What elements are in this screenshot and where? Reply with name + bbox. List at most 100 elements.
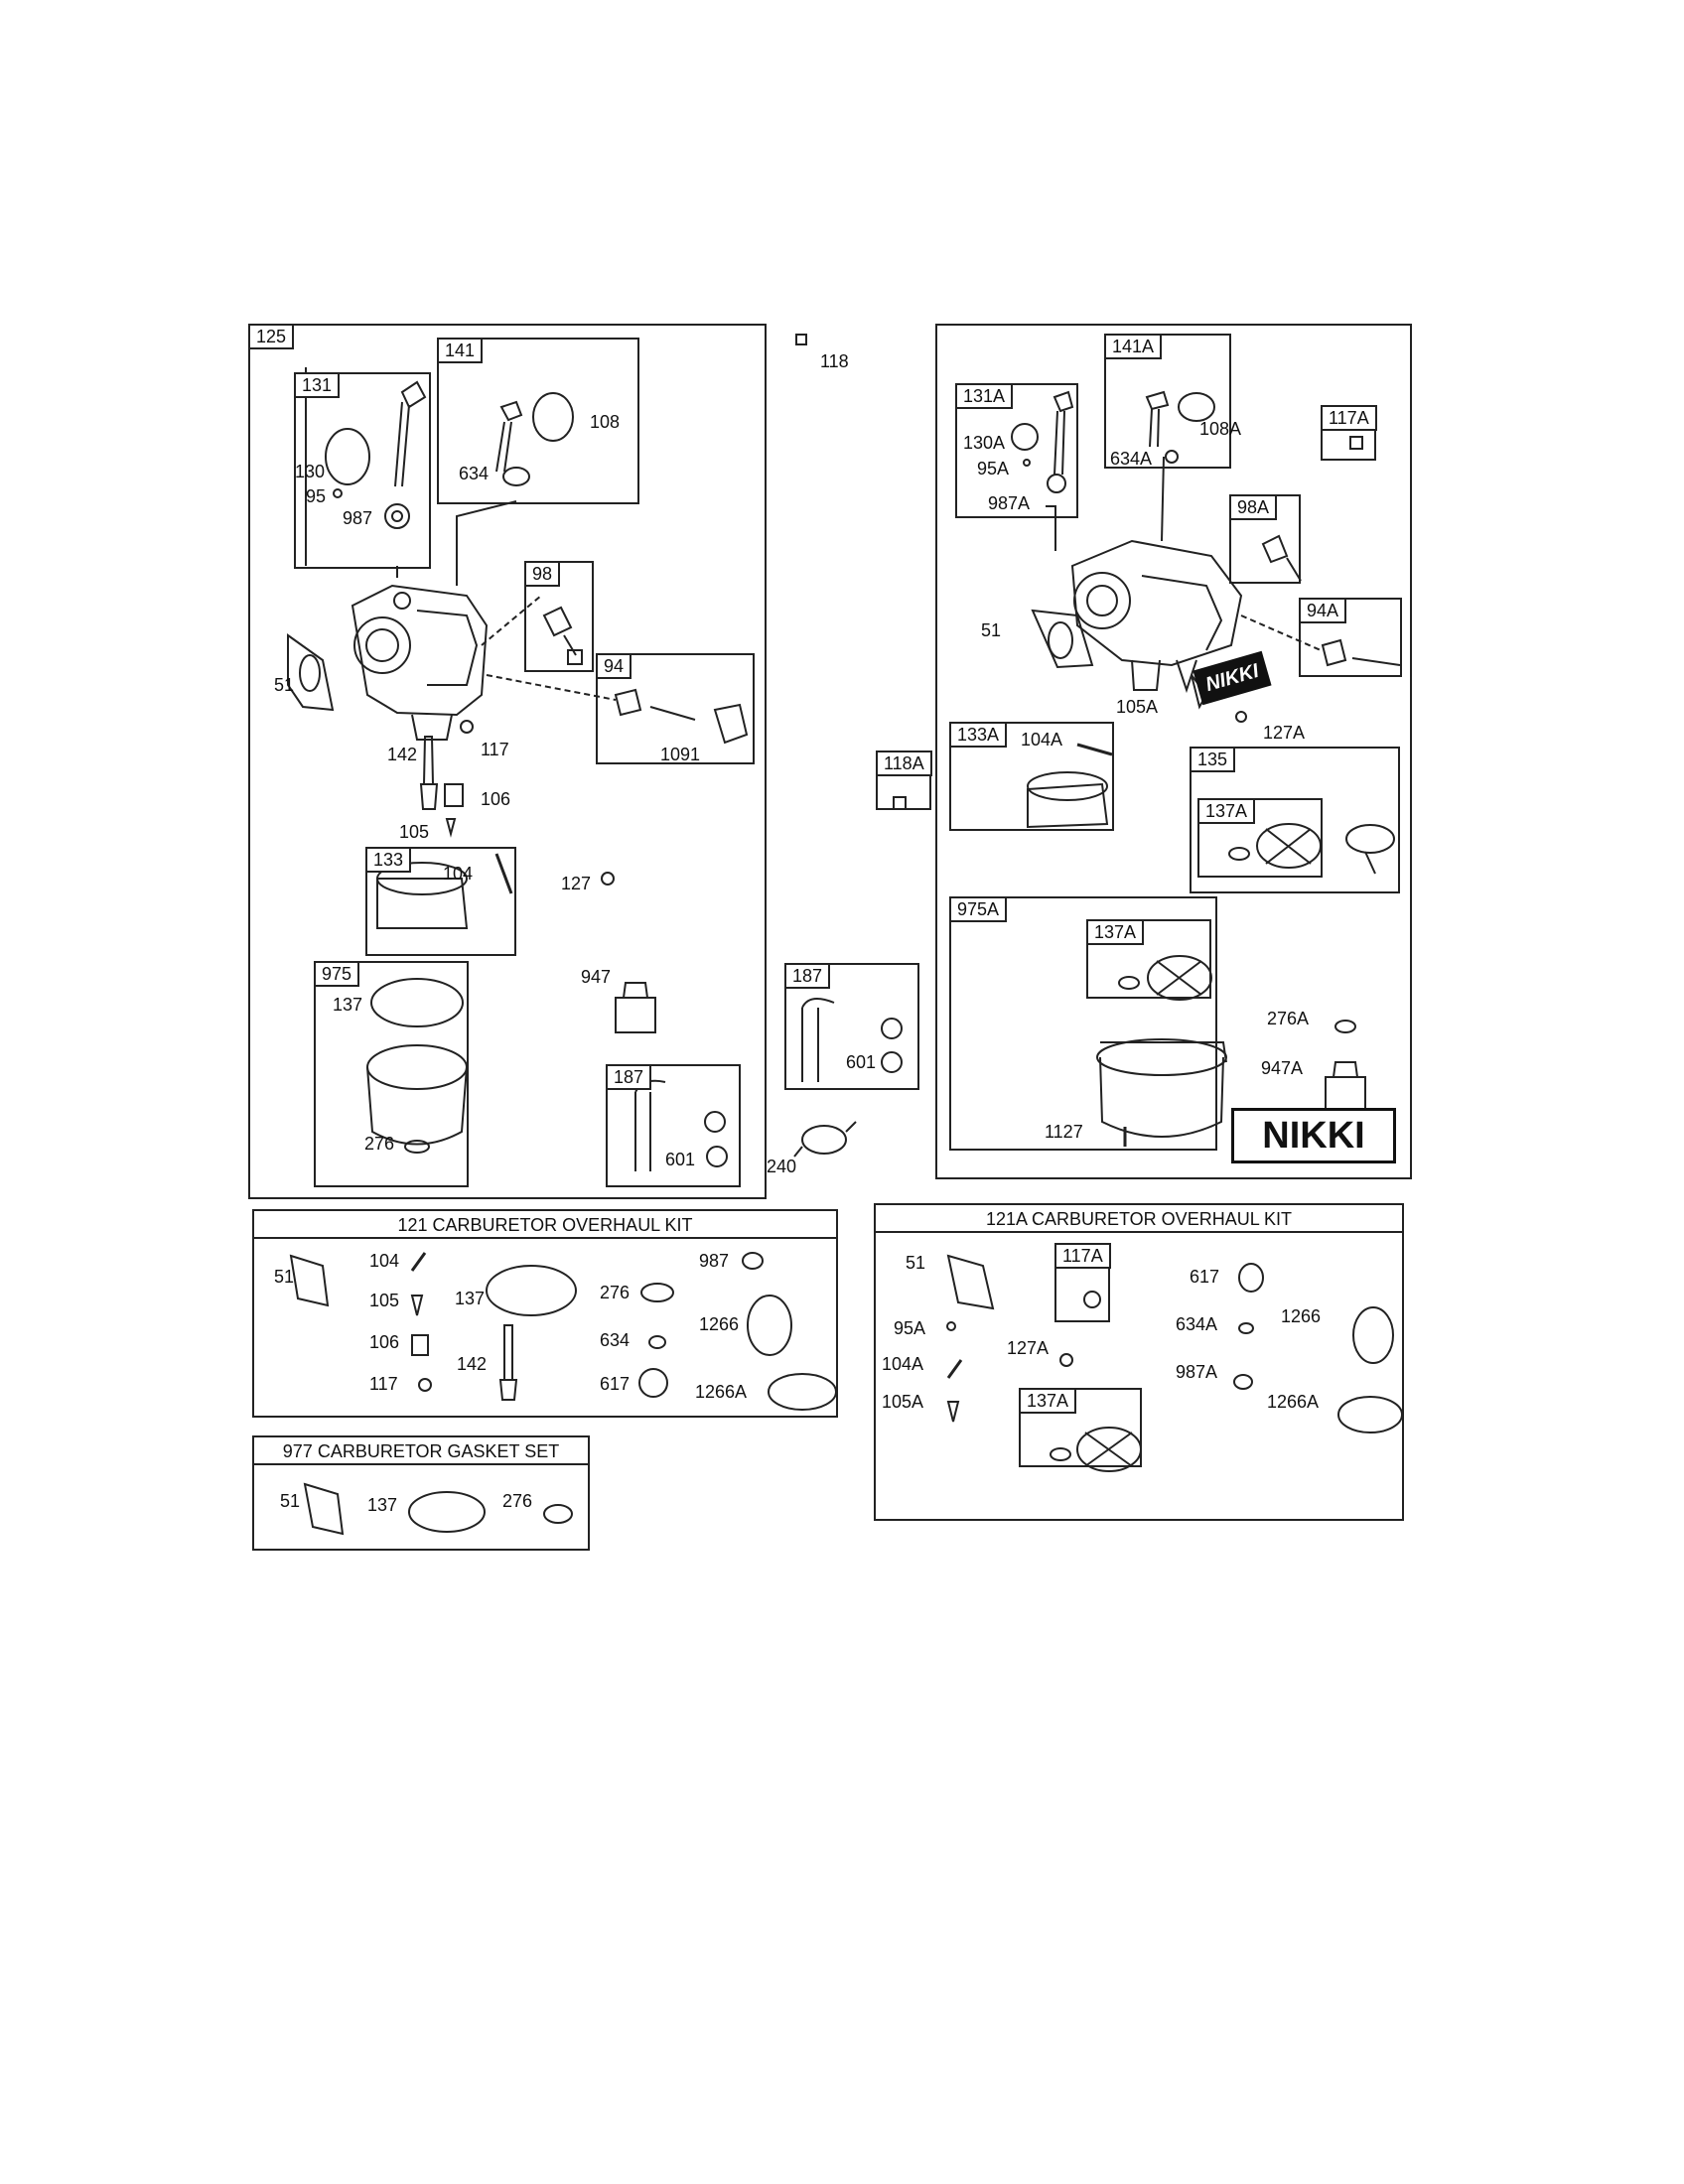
group-tag: 98A bbox=[1229, 494, 1278, 520]
part-label: 95A bbox=[977, 459, 1010, 478]
part-label: 117 bbox=[481, 740, 509, 759]
group-975-frame bbox=[314, 961, 469, 1187]
gasket-icon bbox=[287, 633, 335, 712]
part-label: 127 bbox=[561, 874, 592, 893]
float-bowl-icon bbox=[1096, 1038, 1227, 1138]
pin-icon bbox=[946, 1359, 963, 1379]
needle-icon bbox=[410, 1295, 424, 1316]
group-133A-frame bbox=[949, 722, 1114, 831]
washer-icon bbox=[1059, 1353, 1073, 1367]
group-131-frame bbox=[294, 372, 431, 569]
part-label: 51 bbox=[274, 675, 295, 695]
part-label: 130 bbox=[295, 462, 326, 481]
part-label: 276 bbox=[364, 1134, 395, 1154]
mixture-screw-icon bbox=[1321, 638, 1401, 667]
kit-121-title-bar bbox=[252, 1209, 838, 1239]
group-tag: 117A bbox=[1054, 1243, 1111, 1269]
assembly-125-frame bbox=[248, 324, 767, 1199]
group-tag: 975A bbox=[949, 896, 1008, 922]
part-label: 51 bbox=[280, 1491, 301, 1511]
washer-icon bbox=[1235, 711, 1247, 723]
part-label: 276 bbox=[600, 1283, 631, 1302]
part-label: 104 bbox=[443, 864, 474, 884]
choke-shaft-icon bbox=[1145, 390, 1215, 448]
group-tag: 975 bbox=[314, 961, 360, 987]
screw-icon bbox=[1083, 1291, 1101, 1308]
kit-121A-title: 121A CARBURETOR OVERHAUL KIT bbox=[985, 1209, 1293, 1229]
part-label: 137 bbox=[367, 1495, 398, 1515]
o-ring-icon bbox=[638, 1368, 668, 1398]
group-tag: 94 bbox=[596, 653, 632, 679]
fuel-filter-icon bbox=[793, 1121, 857, 1158]
spring-icon bbox=[648, 1335, 666, 1349]
throttle-plate-icon bbox=[325, 428, 370, 485]
o-ring-icon bbox=[1352, 1306, 1394, 1364]
pin-icon bbox=[410, 1252, 427, 1272]
assembly-tag: 125 bbox=[248, 324, 295, 349]
kit-121A-title-bar bbox=[874, 1203, 1404, 1233]
kit-977-title-bar bbox=[252, 1435, 590, 1465]
group-94A-frame bbox=[1299, 598, 1402, 677]
fuel-line-icon bbox=[801, 998, 903, 1082]
part-label: 51 bbox=[906, 1253, 926, 1273]
gasket-icon bbox=[543, 1504, 573, 1524]
seal-icon bbox=[1047, 474, 1066, 493]
o-ring-icon bbox=[486, 1265, 577, 1316]
part-label: 127A bbox=[1007, 1338, 1050, 1358]
part-label: 634A bbox=[1176, 1314, 1218, 1334]
part-label: 106 bbox=[481, 789, 511, 809]
throttle-shaft-icon bbox=[1052, 390, 1074, 476]
part-label: 947A bbox=[1261, 1058, 1304, 1078]
part-label: 617 bbox=[600, 1374, 631, 1394]
part-label: 947 bbox=[581, 967, 612, 987]
part-label: 240 bbox=[767, 1157, 797, 1176]
choke-spring-icon bbox=[502, 467, 530, 486]
group-tag: 187 bbox=[606, 1064, 652, 1090]
washer-icon bbox=[601, 872, 615, 886]
part-label: 1266A bbox=[1267, 1392, 1320, 1412]
main-jet-tube-icon bbox=[419, 736, 439, 810]
group-tag: 98 bbox=[524, 561, 561, 587]
float-icon bbox=[1027, 743, 1113, 829]
choke-shaft-icon bbox=[495, 392, 574, 473]
part-label: 987 bbox=[343, 508, 373, 528]
group-187-frame bbox=[606, 1064, 741, 1187]
nikki-logo: NIKKI bbox=[1231, 1108, 1396, 1163]
diaphragm-icon bbox=[1228, 823, 1395, 875]
group-tag: 117A bbox=[1321, 405, 1377, 431]
idle-screw-icon bbox=[542, 606, 583, 665]
part-label: 104A bbox=[882, 1354, 924, 1374]
o-ring-icon bbox=[1238, 1263, 1264, 1293]
needle-icon bbox=[946, 1401, 960, 1423]
o-ring-icon bbox=[747, 1295, 792, 1356]
group-tag: 131A bbox=[955, 383, 1014, 409]
part-label: 601 bbox=[846, 1052, 877, 1072]
part-label: 142 bbox=[457, 1354, 488, 1374]
part-label: 987 bbox=[699, 1251, 730, 1271]
gasket-icon bbox=[640, 1283, 674, 1302]
part-label: 95 bbox=[306, 486, 327, 506]
part-label: 51 bbox=[274, 1267, 295, 1287]
kit-121-title: 121 CARBURETOR OVERHAUL KIT bbox=[397, 1215, 693, 1235]
carburetor-body-icon bbox=[1070, 539, 1243, 694]
group-tag: 137A bbox=[1019, 1388, 1077, 1414]
group-187-frame bbox=[784, 963, 919, 1090]
group-137A-frame bbox=[1086, 919, 1211, 999]
group-141-frame bbox=[437, 338, 639, 504]
part-label: 601 bbox=[665, 1150, 696, 1169]
group-tag: 137A bbox=[1086, 919, 1145, 945]
seal-icon bbox=[742, 1252, 764, 1270]
part-label: 634 bbox=[459, 464, 490, 483]
assembly-nikki-frame bbox=[935, 324, 1412, 1179]
gasket-icon bbox=[1334, 1020, 1356, 1033]
jet-icon bbox=[411, 1334, 429, 1356]
group-133-frame bbox=[365, 847, 516, 956]
screw-icon bbox=[1349, 436, 1363, 450]
part-label: 137 bbox=[455, 1289, 486, 1308]
float-icon bbox=[376, 853, 513, 929]
group-tag: 187 bbox=[784, 963, 831, 989]
spring-icon bbox=[1238, 1322, 1254, 1334]
part-label: 108 bbox=[590, 412, 621, 432]
